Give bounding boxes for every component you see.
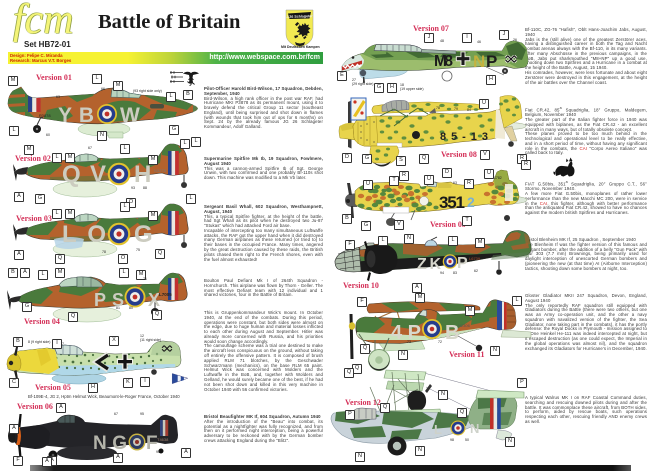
svg-text:T4638: T4638 <box>157 437 169 442</box>
svg-text:F: F <box>146 433 158 454</box>
svg-text:351: 351 <box>439 193 465 212</box>
svg-text:N3278: N3278 <box>154 168 167 173</box>
svg-text:P: P <box>457 255 468 272</box>
svg-text:N2306: N2306 <box>458 323 471 328</box>
svg-text:N: N <box>470 421 479 436</box>
svg-text:J.26 Schlageter: J.26 Schlageter <box>286 14 313 19</box>
svg-text:61782: 61782 <box>492 176 502 180</box>
svg-text:ZK: ZK <box>417 256 441 273</box>
svg-text:85-13: 85-13 <box>440 131 488 143</box>
svg-text:X: X <box>148 290 160 310</box>
svg-text:W: W <box>120 104 140 127</box>
svg-text:N: N <box>473 52 485 71</box>
svg-text:P3878: P3878 <box>39 113 51 118</box>
svg-text:H: H <box>134 161 151 188</box>
svg-text:M8: M8 <box>434 53 453 70</box>
svg-text:B: B <box>445 322 459 344</box>
svg-text:L: L <box>434 422 442 437</box>
svg-text:L7005: L7005 <box>159 292 172 297</box>
svg-text:2: 2 <box>467 194 475 210</box>
svg-text:P: P <box>486 52 497 71</box>
svg-text:L6739: L6739 <box>469 256 481 261</box>
svg-text:G: G <box>134 221 153 248</box>
